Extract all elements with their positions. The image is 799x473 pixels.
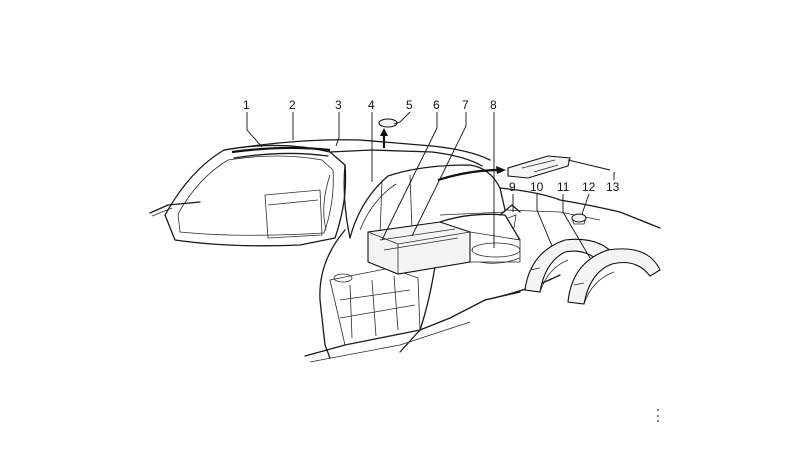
callout-6: 6 bbox=[433, 98, 440, 112]
car-body-outline bbox=[149, 139, 661, 363]
callout-3: 3 bbox=[335, 98, 342, 112]
arrow-head-13 bbox=[496, 166, 506, 174]
callout-2: 2 bbox=[289, 98, 296, 112]
callout-7: 7 bbox=[462, 98, 469, 112]
arrow-to-panel-13 bbox=[437, 168, 501, 182]
callout-labels: 1 2 3 4 5 6 7 8 9 10 11 12 13 bbox=[243, 98, 620, 194]
wheel-arch-liners bbox=[524, 238, 661, 305]
callout-11: 11 bbox=[557, 180, 570, 194]
rubber-plug-12 bbox=[571, 213, 587, 225]
callout-8: 8 bbox=[490, 98, 497, 112]
leader-lines bbox=[246, 111, 615, 259]
rear-floor-part bbox=[471, 204, 521, 264]
clip-5 bbox=[378, 118, 398, 148]
rear-tray-part bbox=[367, 213, 521, 275]
roof-panel-13 bbox=[507, 155, 611, 179]
callout-4: 4 bbox=[368, 98, 375, 112]
callout-10: 10 bbox=[530, 180, 544, 194]
corner-marks bbox=[657, 409, 659, 422]
callout-1: 1 bbox=[243, 98, 250, 112]
callout-9: 9 bbox=[509, 180, 516, 194]
callout-5: 5 bbox=[406, 98, 413, 112]
callout-13: 13 bbox=[606, 180, 620, 194]
callout-12: 12 bbox=[582, 180, 596, 194]
